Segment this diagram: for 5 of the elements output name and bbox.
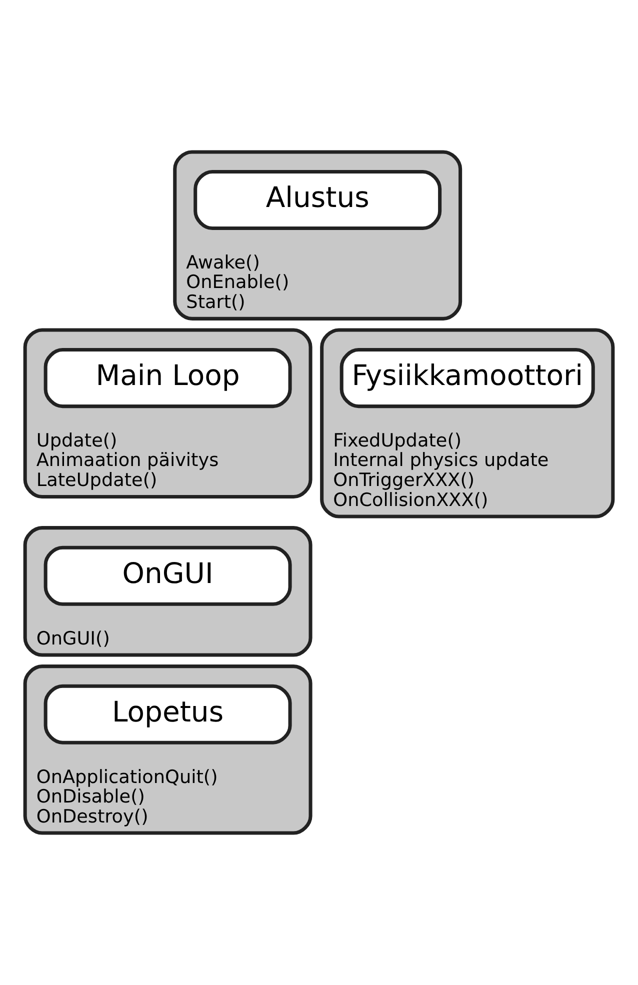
node-box: OnGUI <box>44 546 292 606</box>
node-box: Main Loop <box>44 348 292 408</box>
node-box: Fysiikkamoottori <box>340 348 595 408</box>
node-box: Alustus <box>194 170 442 230</box>
node-box: Lopetus <box>44 684 292 744</box>
